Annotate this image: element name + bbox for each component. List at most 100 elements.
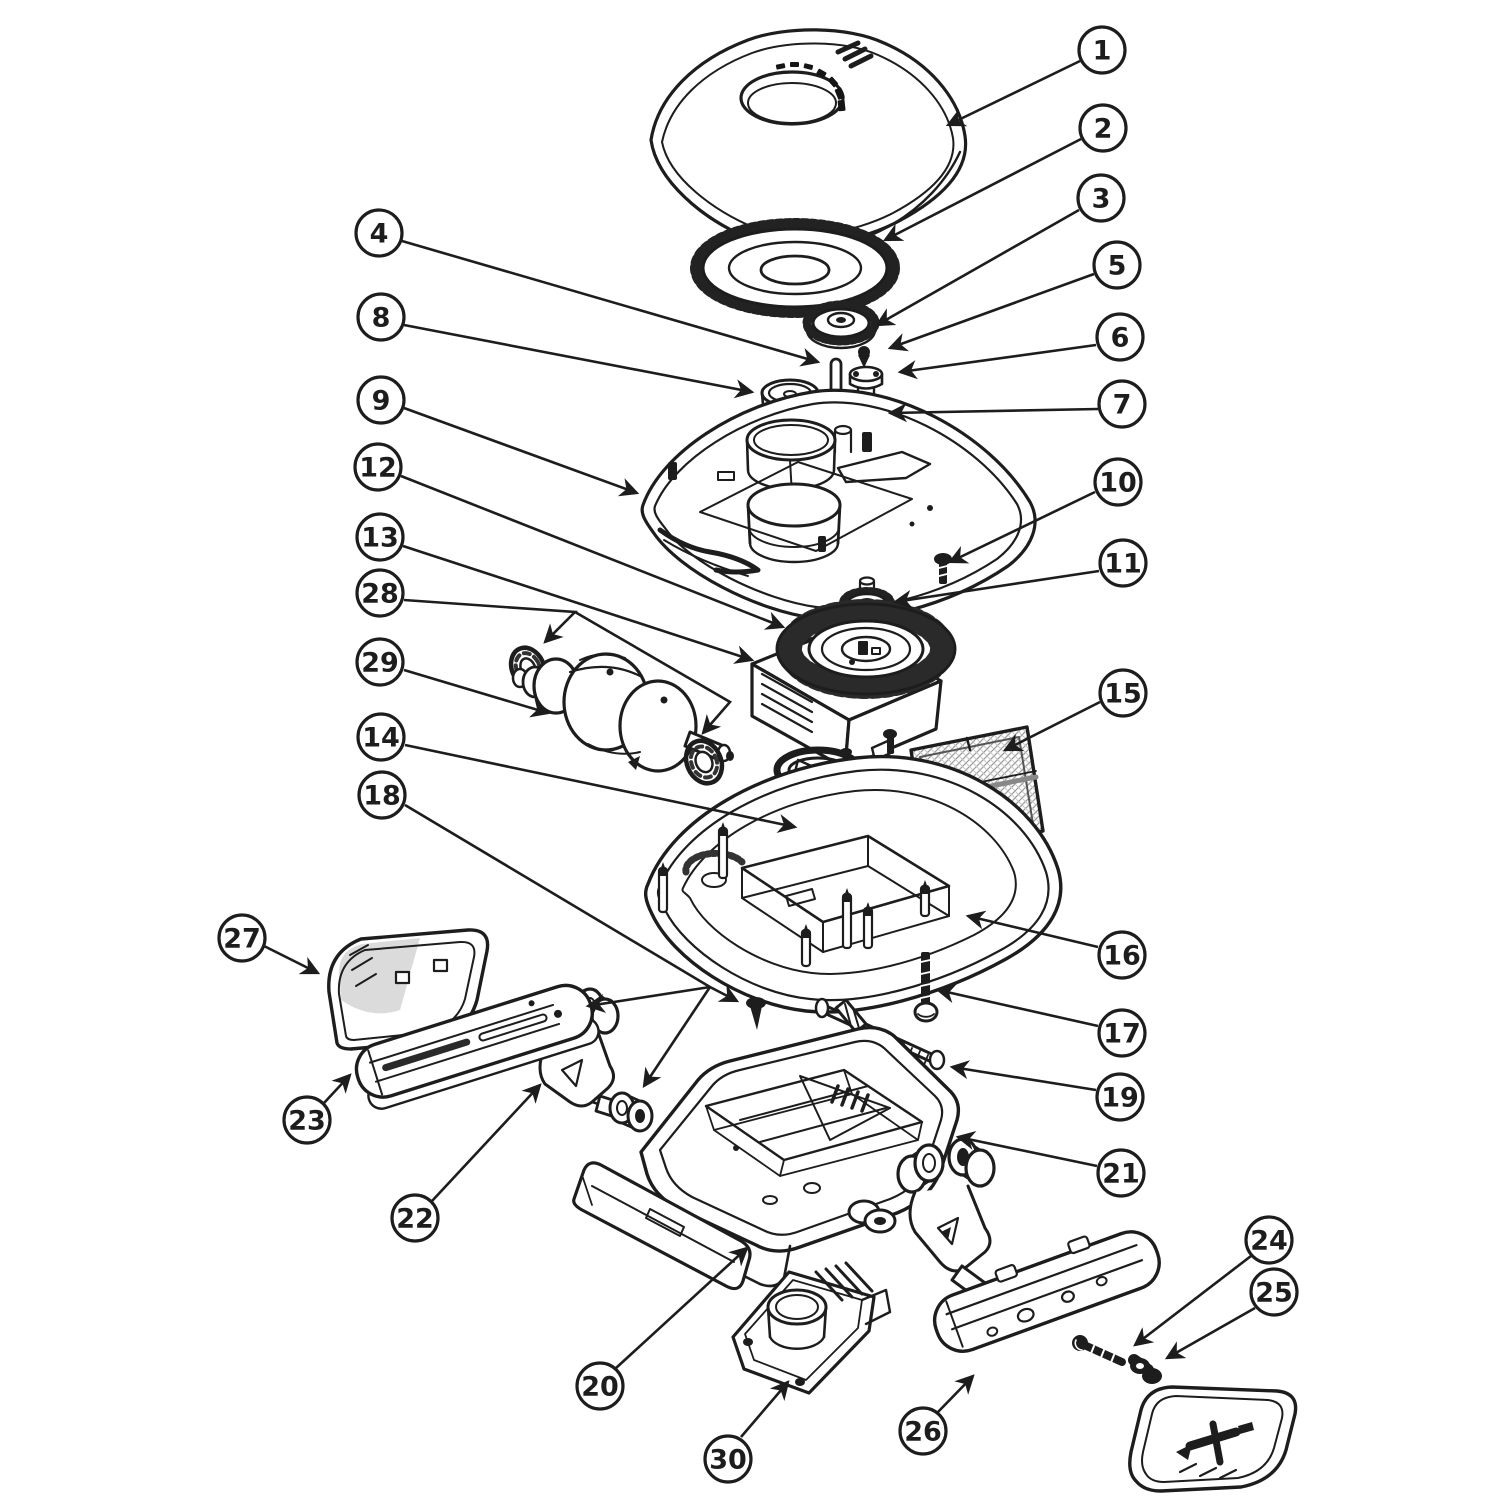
callout-circle-24 [1244,1215,1294,1265]
callout-circle-13 [355,512,405,562]
callout-25: 25 [1164,1267,1299,1360]
callout-circle-27 [217,913,267,963]
callout-number-21: 21 [1102,1159,1140,1190]
body-posts [657,822,931,968]
callout-circle-28 [355,568,405,618]
leader-line-27 [263,944,321,975]
leader-line-5 [887,272,1095,352]
callout-9: 9 [356,375,640,497]
part-24-screw [1072,1335,1126,1366]
leader-line-29 [403,668,551,718]
callout-circle-5 [1092,240,1142,290]
callout-circle-10 [1093,457,1143,507]
callout-10: 10 [947,457,1143,564]
leader-line-17 [935,984,1099,1028]
part-17-long-screw [913,952,939,1023]
callout-number-23: 23 [288,1106,326,1137]
callout-24: 24 [1133,1215,1294,1347]
dome-vent-slashes [835,40,874,69]
leader-line-18 [642,986,712,1089]
callout-6: 6 [897,312,1145,380]
leader-line-9 [403,406,640,497]
callout-circle-3 [1076,173,1126,223]
part-29-motor-assembly [511,652,734,773]
leader-line-30 [740,1380,790,1438]
callout-circle-20 [575,1361,625,1411]
leader-line-3 [874,208,1080,327]
callout-15: 15 [1002,668,1148,752]
callout-11: 11 [892,538,1148,609]
part-5-set-screw [858,346,870,368]
callout-22: 22 [390,1083,542,1243]
callout-circle-16 [1097,930,1147,980]
part-12-turbine [775,599,957,699]
callout-29: 29 [355,637,551,718]
part-30-bracket [731,1261,892,1395]
parts-art [327,28,1298,1493]
callout-number-19: 19 [1101,1083,1139,1114]
callout-2: 2 [882,103,1128,242]
callout-number-5: 5 [1108,251,1127,282]
callout-4: 4 [354,208,821,367]
callout-circle-23 [282,1095,332,1145]
callout-27: 27 [217,913,321,975]
callout-circle-8 [356,292,406,342]
callout-1: 1 [945,25,1127,127]
leader-line-4 [401,239,821,367]
callout-17: 17 [935,984,1147,1058]
callout-number-25: 25 [1255,1278,1293,1309]
callout-circle-26 [898,1406,948,1456]
callout-number-20: 20 [581,1372,619,1403]
callout-number-6: 6 [1111,323,1130,354]
leader-line-13 [402,544,755,664]
callout-18: 18 [357,770,740,1089]
callout-number-22: 22 [396,1204,434,1235]
part-corner-flap-right [1128,1385,1298,1493]
callout-30: 30 [703,1380,790,1484]
leader-line-14 [404,743,798,833]
callout-21: 21 [955,1131,1146,1198]
leader-line-21 [955,1131,1098,1168]
callout-number-9: 9 [372,386,391,417]
callout-number-29: 29 [361,648,399,679]
part-16-mid-body [643,754,1063,1014]
callout-number-16: 16 [1103,941,1141,972]
callout-number-3: 3 [1092,184,1111,215]
leader-line-18 [585,985,711,1013]
leader-line-11 [892,569,1100,609]
leader-line-12 [400,474,786,630]
leader-line-24 [1133,1254,1252,1347]
leader-line-10 [947,490,1096,564]
leader-line-26 [936,1374,975,1414]
callout-number-24: 24 [1250,1226,1288,1257]
part-10-deck-screw [934,553,952,584]
callout-circle-30 [703,1434,753,1484]
callout-5: 5 [887,240,1142,352]
callout-28: 28 [355,568,733,735]
callout-circle-9 [356,375,406,425]
leader-line-23 [323,1073,352,1104]
callouts: 1234567891011121314151617181920212223242… [217,25,1299,1484]
callout-circle-7 [1097,379,1147,429]
part-2-ring-gear [690,218,900,318]
callout-circle-12 [353,442,403,492]
leader-line-1 [945,59,1081,127]
callout-number-27: 27 [223,924,261,955]
callout-circle-6 [1095,312,1145,362]
callout-number-14: 14 [362,723,400,754]
callout-circle-1 [1077,25,1127,75]
leader-line-28 [574,610,733,735]
callout-number-2: 2 [1094,114,1113,145]
leader-line-8 [403,323,755,399]
callout-12: 12 [353,442,786,630]
part-25-nut [1128,1354,1162,1384]
part-knob-insert [847,1199,897,1234]
callout-3: 3 [874,173,1126,327]
callout-number-4: 4 [370,219,389,250]
callout-circle-14 [356,712,406,762]
part-28-bearing-rear [683,738,725,786]
part-27-corner-flap-left [327,928,490,1051]
callout-circle-15 [1098,668,1148,718]
part-20-lower-skirt [572,1161,752,1291]
